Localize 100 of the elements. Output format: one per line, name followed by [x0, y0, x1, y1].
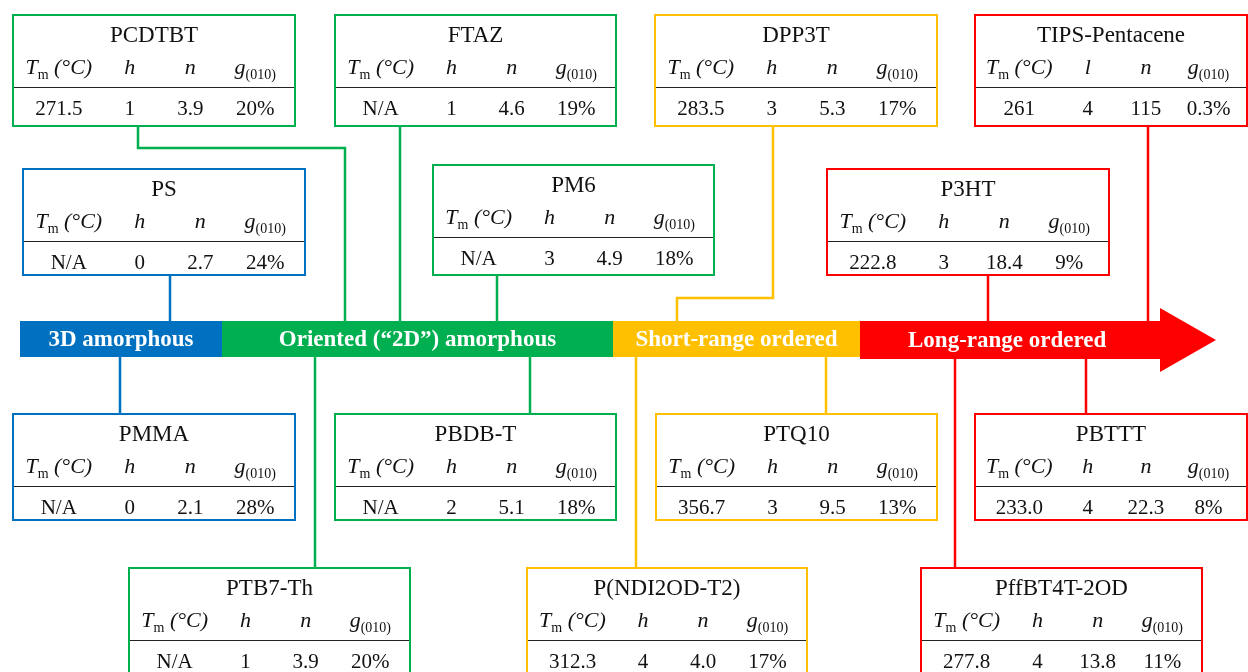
table-value: 115: [1130, 96, 1162, 121]
column-header: g$_{(010)}$: [555, 453, 598, 483]
polymer-name: TIPS-Pentacene: [1036, 22, 1186, 48]
table-value: 3: [766, 96, 778, 121]
column-header: h: [637, 607, 649, 633]
polymer-name: PBDB-T: [434, 421, 517, 447]
column-header: n: [604, 204, 616, 230]
table-value: 18.4: [985, 250, 1023, 275]
table-value: 1: [240, 649, 251, 672]
table-value: 4: [1082, 495, 1093, 520]
leader-line: [118, 357, 122, 413]
column-header: n: [1092, 607, 1104, 633]
column-header: g$_{(010)}$: [555, 54, 598, 84]
column-header: T$_{m}$ (°C): [933, 607, 1001, 637]
column-header: T$_{m}$ (°C): [347, 54, 415, 84]
column-header: g$_{(010)}$: [653, 204, 696, 234]
polymer-name: PTB7-Th: [226, 575, 313, 601]
polymer-name: PffBT4T-2OD: [995, 575, 1128, 601]
column-header: T$_{m}$ (°C): [141, 607, 209, 637]
polymer-table-card: [432, 164, 715, 276]
polymer-table-card: [22, 168, 306, 276]
column-header: h: [124, 54, 136, 80]
category-band: [20, 321, 222, 357]
table-value: 0.3%: [1186, 96, 1231, 121]
column-header: n: [697, 607, 709, 633]
table-value: 9%: [1055, 250, 1084, 275]
polymer-name: P(NDI2OD-T2): [593, 575, 741, 601]
table-value: 5.3: [819, 96, 846, 121]
table-value: 0: [134, 250, 146, 275]
column-header: g$_{(010)}$: [349, 607, 392, 637]
column-header: h: [766, 453, 778, 479]
polymer-table-card: [654, 14, 938, 127]
table-value: 3: [544, 246, 555, 271]
polymer-table-card: [128, 567, 411, 672]
column-header: h: [543, 204, 555, 230]
leader-line: [634, 357, 638, 567]
leader-line: [528, 357, 532, 413]
table-value: 2.1: [177, 495, 204, 520]
table-value: 18%: [557, 495, 596, 520]
polymer-name: PBTTT: [1075, 421, 1147, 447]
table-value: 3.9: [177, 96, 204, 121]
leader-line: [398, 127, 402, 321]
column-header: g$_{(010)}$: [244, 208, 286, 238]
column-header: n: [1140, 453, 1152, 479]
table-value: 2.7: [187, 250, 214, 275]
table-value: N/A: [50, 250, 87, 275]
column-header: n: [300, 607, 312, 633]
column-header: h: [445, 54, 457, 80]
column-header: h: [134, 208, 146, 234]
column-header: n: [827, 453, 839, 479]
column-header: g$_{(010)}$: [1187, 54, 1230, 84]
table-value: 28%: [236, 495, 275, 520]
table-value: 19%: [557, 96, 596, 121]
table-value: 277.8: [943, 649, 991, 672]
leader-line: [495, 276, 499, 321]
category-label: Long-range ordered: [908, 327, 1107, 353]
column-header: h: [938, 208, 950, 234]
category-label: Oriented (“2D”) amorphous: [278, 326, 557, 352]
polymer-table-card: [920, 567, 1203, 672]
table-value: 22.3: [1127, 495, 1165, 520]
table-value: N/A: [40, 495, 77, 520]
column-header: n: [1140, 54, 1152, 80]
polymer-table-card: [334, 413, 617, 521]
table-value: 20%: [351, 649, 390, 672]
leader-line: [986, 276, 990, 321]
polymer-name: FTAZ: [447, 22, 504, 48]
category-band: [613, 321, 860, 357]
table-value: 312.3: [548, 649, 597, 672]
column-header: h: [124, 453, 136, 479]
column-header: T$_{m}$ (°C): [25, 453, 93, 483]
column-header: n: [194, 208, 206, 234]
column-header: T$_{m}$ (°C): [445, 204, 513, 234]
table-value: 4.9: [596, 246, 623, 271]
table-value: 0: [124, 495, 136, 520]
table-value: N/A: [362, 96, 399, 121]
table-value: 4: [1032, 649, 1043, 672]
column-header: n: [506, 54, 518, 80]
polymer-table-card: [974, 413, 1248, 521]
polymer-name: PMMA: [118, 421, 190, 447]
column-header: h: [1031, 607, 1043, 633]
table-value: 18%: [655, 246, 694, 271]
table-value: 1: [446, 96, 457, 121]
table-value: 20%: [236, 96, 275, 121]
category-label: 3D amorphous: [48, 326, 194, 352]
polymer-table-card: [334, 14, 617, 127]
column-header: l: [1084, 54, 1091, 80]
column-header: T$_{m}$ (°C): [985, 453, 1053, 483]
table-value: N/A: [156, 649, 193, 672]
table-value: 4: [1082, 96, 1093, 121]
leader-line: [1146, 127, 1150, 321]
polymer-name: PM6: [551, 172, 596, 198]
column-header: T$_{m}$ (°C): [839, 208, 907, 238]
table-value: 261: [1003, 96, 1036, 121]
column-header: T$_{m}$ (°C): [668, 453, 736, 483]
table-value: 24%: [246, 250, 285, 275]
column-header: T$_{m}$ (°C): [985, 54, 1053, 84]
column-header: g$_{(010)}$: [1048, 208, 1090, 238]
leader-line: [675, 127, 775, 321]
table-value: 8%: [1194, 495, 1223, 520]
leader-line: [953, 357, 957, 567]
